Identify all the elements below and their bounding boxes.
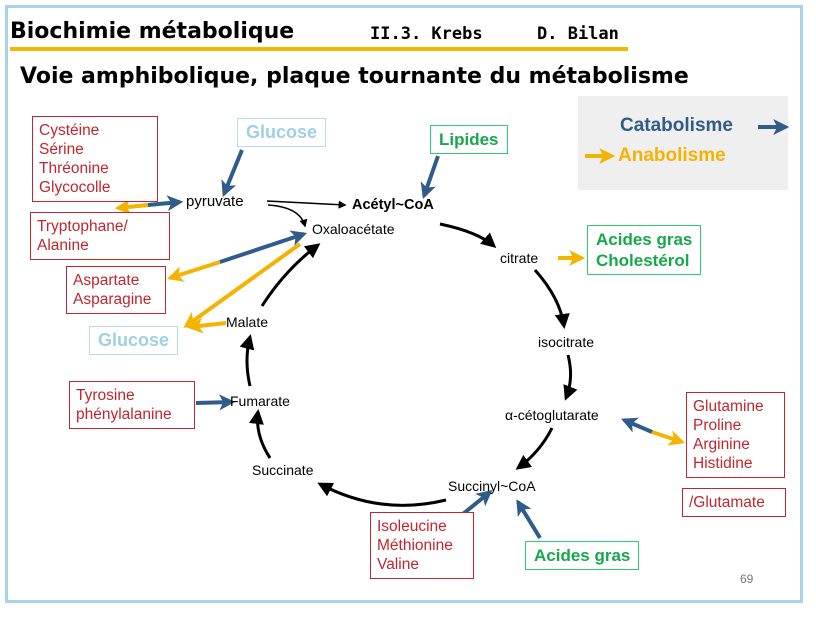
aa-aspartate: Aspartate bbox=[73, 272, 140, 289]
aa-box-glutamate: /Glutamate bbox=[682, 488, 786, 517]
aa-box-tryptophane-alanine: Tryptophane/ Alanine bbox=[30, 212, 170, 260]
page-number: 69 bbox=[740, 572, 754, 586]
glucose-bottom-box: Glucose bbox=[89, 326, 179, 355]
slide-title: Voie amphibolique, plaque tournante du m… bbox=[20, 64, 689, 89]
arrow-malate-oxaloacetate bbox=[260, 243, 321, 307]
arrow-citrate-isocitrate bbox=[533, 269, 570, 329]
aa-box-cysteine-group: Cystéine Sérine Thréonine Glycocolle bbox=[32, 116, 158, 202]
legend-catabolism: Catabolisme bbox=[620, 115, 733, 136]
metabolite-fumarate: Fumarate bbox=[230, 393, 290, 409]
arrow-tyrosine-fumarate bbox=[195, 394, 236, 411]
legend-panel bbox=[578, 96, 788, 190]
aa-methionine: Méthionine bbox=[377, 537, 453, 554]
aa-serine: Sérine bbox=[39, 141, 84, 158]
arrow-fumarate-malate bbox=[239, 334, 255, 387]
glucose-top-box: Glucose bbox=[237, 118, 327, 147]
metabolite-succinate: Succinate bbox=[252, 462, 314, 478]
arrow-succinate-fumarate bbox=[249, 409, 272, 459]
cholesterol-label: Cholestérol bbox=[596, 251, 690, 270]
acides-gras-label: Acides gras bbox=[596, 230, 693, 249]
lipides-box: Lipides bbox=[430, 125, 508, 154]
aa-valine: Valine bbox=[377, 556, 419, 573]
arrow-pyruvate-tryptophane-b bbox=[147, 195, 184, 212]
slide-frame bbox=[5, 5, 803, 603]
aa-box-isoleucine-group: Isoleucine Méthionine Valine bbox=[370, 512, 474, 579]
aa-tryptophane: Tryptophane/ bbox=[37, 218, 128, 235]
arrow-akg-glutamine-b bbox=[621, 417, 653, 434]
aa-alanine: Alanine bbox=[37, 237, 89, 254]
aa-proline: Proline bbox=[693, 417, 742, 434]
arrow-oxaloacetate-glucose bbox=[183, 242, 302, 328]
section-label: II.3. Krebs bbox=[370, 24, 483, 44]
arrow-oxaloacetate-aspartate-b bbox=[219, 230, 308, 264]
arrow-pyruvate-oxaloacetate bbox=[267, 204, 308, 228]
arrow-malate-glucose bbox=[186, 317, 227, 334]
aa-isoleucine: Isoleucine bbox=[377, 518, 447, 535]
aa-cysteine: Cystéine bbox=[39, 122, 100, 139]
metabolite-alpha-ketoglutarate: α-cétoglutarate bbox=[505, 407, 599, 423]
aa-glutamate: /Glutamate bbox=[689, 494, 765, 511]
metabolite-malate: Malate bbox=[226, 314, 269, 330]
arrow-akg-glutamine-y bbox=[651, 430, 686, 446]
course-title: Biochimie métabolique bbox=[10, 19, 295, 44]
arrow-acidesgras-succinylcoa bbox=[516, 499, 542, 540]
metabolite-succinyl-coa: Succinyl~CoA bbox=[448, 478, 536, 494]
aa-glycocolle: Glycocolle bbox=[39, 179, 111, 196]
arrow-pyruvate-tryptophane-y bbox=[114, 198, 149, 215]
acides-gras-cholesterol-box: Acides gras Cholestérol bbox=[587, 225, 702, 275]
aa-box-tyrosine-phenylalanine: Tyrosine phénylalanine bbox=[69, 381, 195, 429]
acides-gras-bottom-box: Acides gras bbox=[525, 541, 640, 570]
aa-threonine: Thréonine bbox=[39, 160, 109, 177]
metabolite-acetyl-coa: Acétyl~CoA bbox=[352, 197, 434, 213]
aa-arginine: Arginine bbox=[693, 436, 750, 453]
aa-tyrosine: Tyrosine bbox=[76, 387, 135, 404]
aa-box-glutamine-group: Glutamine Proline Arginine Histidine bbox=[686, 392, 785, 478]
arrow-pyruvate-acetylcoa bbox=[266, 200, 347, 209]
aa-histidine: Histidine bbox=[693, 455, 753, 472]
metabolite-pyruvate: pyruvate bbox=[186, 193, 244, 210]
metabolite-citrate: citrate bbox=[500, 250, 539, 266]
arrow-isocitrate-akg bbox=[563, 354, 578, 401]
header-underline bbox=[10, 47, 628, 51]
arrow-oxaloacetate-aspartate-y bbox=[166, 260, 221, 282]
aa-box-aspartate-asparagine: Aspartate Asparagine bbox=[66, 266, 166, 314]
arrow-akg-succinylcoa bbox=[515, 427, 554, 470]
aa-asparagine: Asparagine bbox=[73, 291, 152, 308]
arrow-succinylcoa-succinate bbox=[317, 482, 447, 507]
metabolite-oxaloacetate: Oxaloacétate bbox=[312, 221, 395, 237]
arrow-acetyl-citrate bbox=[439, 222, 497, 248]
metabolite-isocitrate: isocitrate bbox=[538, 334, 595, 350]
aa-phenylalanine: phénylalanine bbox=[76, 406, 172, 423]
legend-anabolism: Anabolisme bbox=[618, 145, 726, 166]
aa-glutamine: Glutamine bbox=[693, 398, 764, 415]
author-label: D. Bilan bbox=[537, 24, 619, 44]
arrow-lipides-acetylcoa bbox=[420, 155, 440, 200]
arrow-glucose-pyruvate bbox=[221, 149, 244, 197]
